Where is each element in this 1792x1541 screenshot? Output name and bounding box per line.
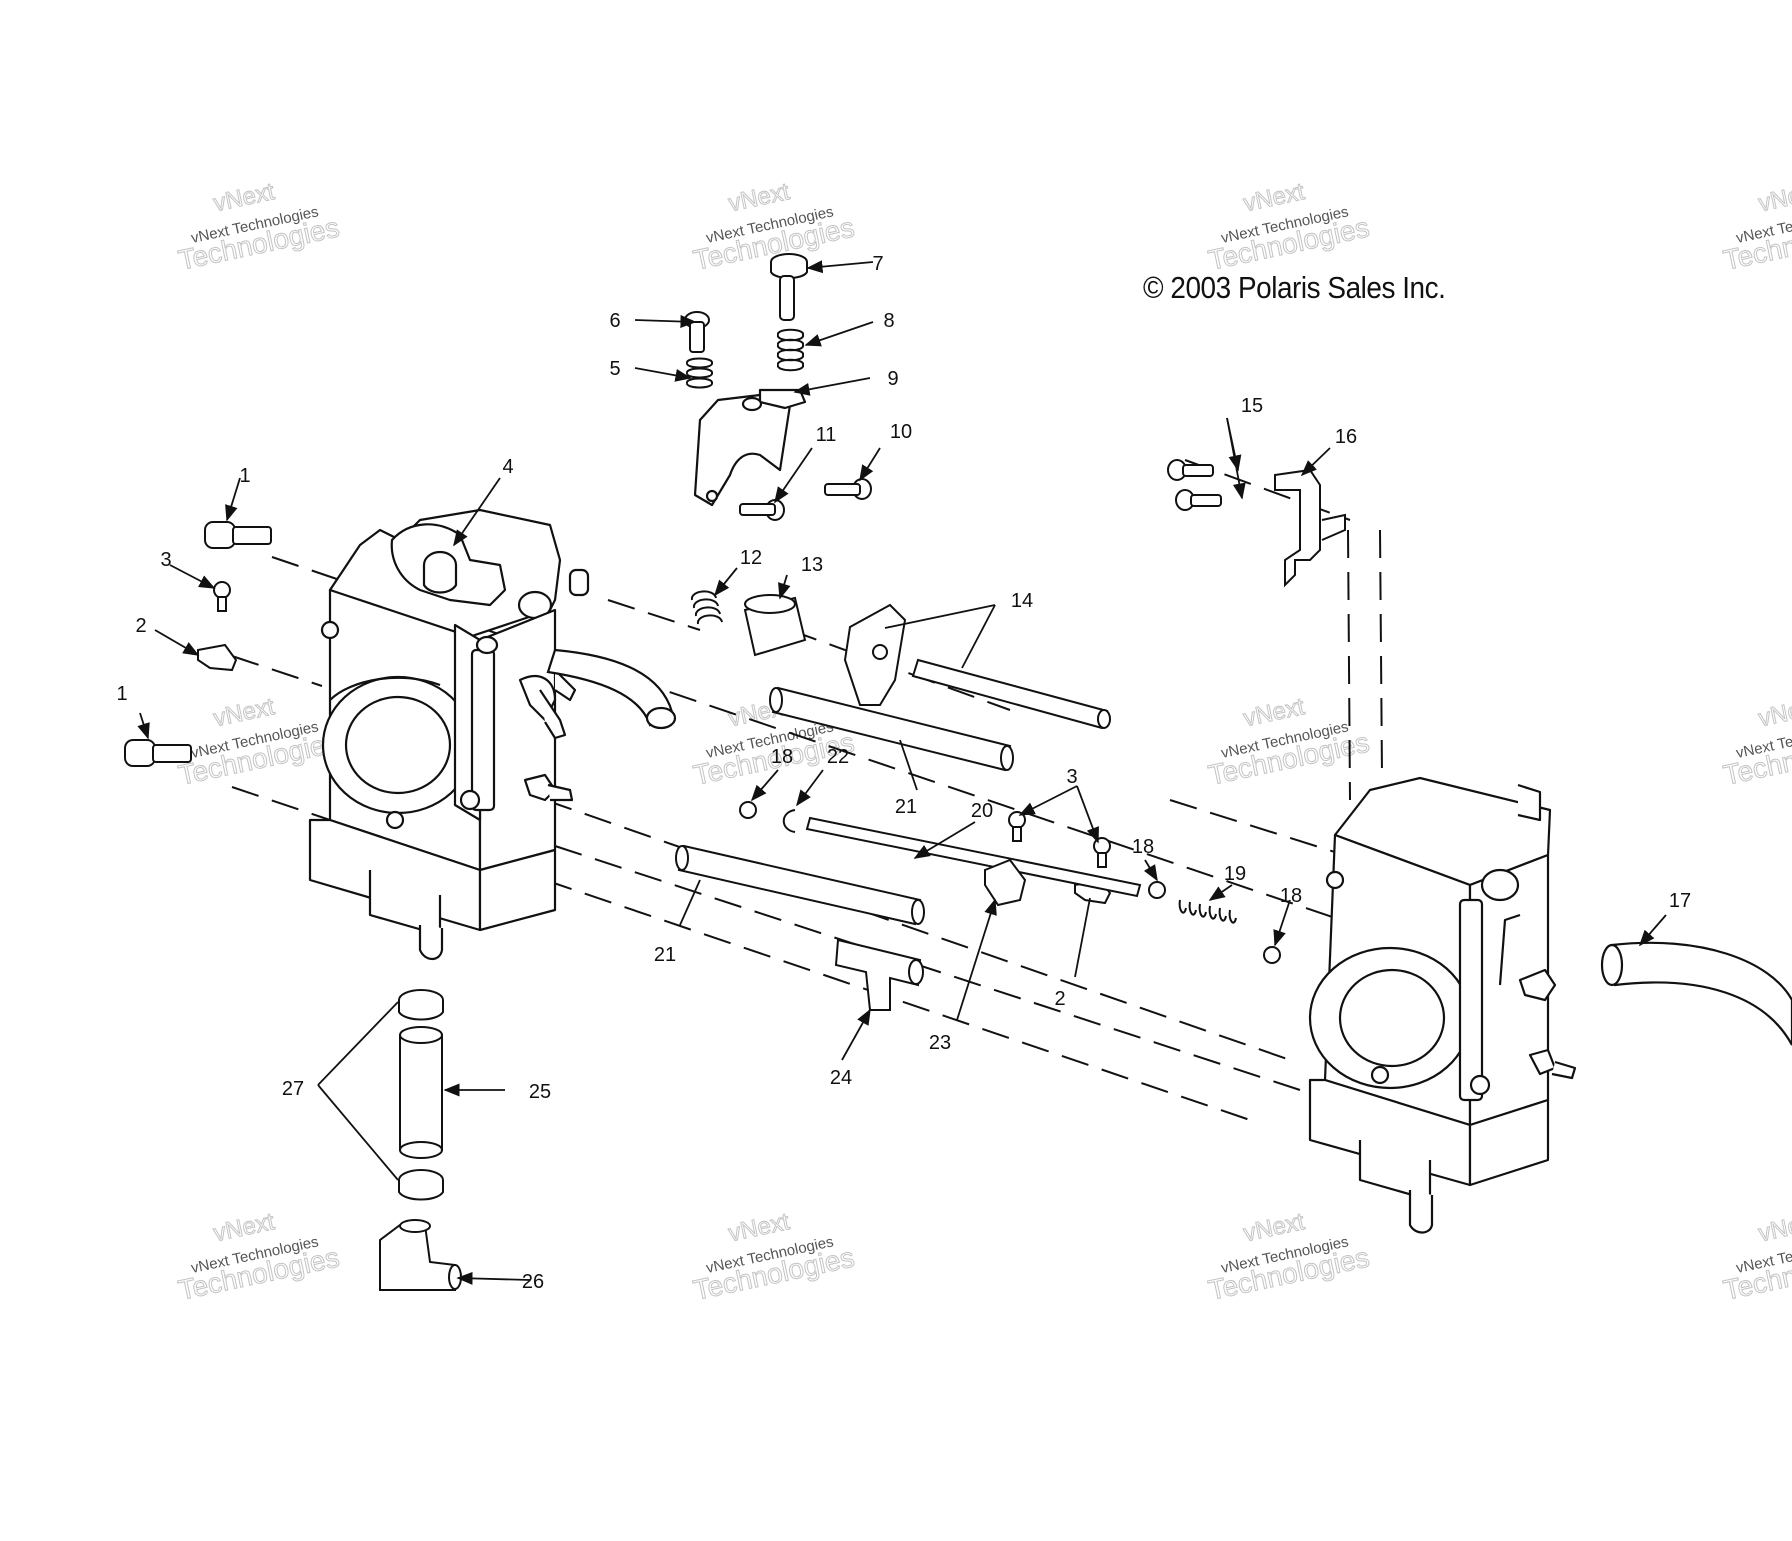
watermark-text: vNext: [1756, 178, 1792, 217]
callout-23: 23: [929, 1032, 951, 1054]
callout-3-left: 3: [160, 549, 171, 571]
callout-21-upper: 21: [895, 796, 917, 818]
watermark-text: vNext: [1756, 1208, 1792, 1247]
callout-1-upper: 1: [239, 465, 250, 487]
left-carburetor: [308, 508, 590, 961]
callout-10: 10: [890, 421, 912, 443]
callout-16: 16: [1335, 426, 1357, 448]
callout-27: 27: [282, 1078, 304, 1100]
callout-26: 26: [522, 1271, 544, 1293]
callout-1-lower: 1: [116, 683, 127, 705]
callout-7: 7: [872, 253, 883, 275]
callout-25: 25: [529, 1081, 551, 1103]
watermark-text: vNext: [1241, 1208, 1307, 1247]
callout-9: 9: [887, 368, 898, 390]
callout-6: 6: [609, 310, 620, 332]
callout-15: 15: [1241, 395, 1263, 417]
watermark-text: vNext: [1241, 178, 1307, 217]
hose-17: [1600, 941, 1792, 1046]
callout-13: 13: [801, 554, 823, 576]
watermark-text: vNext: [211, 1208, 277, 1247]
callout-2-left: 2: [135, 615, 146, 637]
callout-11: 11: [816, 424, 837, 446]
watermark-text: vNext: [1756, 693, 1792, 732]
callout-14: 14: [1011, 590, 1033, 612]
leader-lines: [137, 260, 1667, 1285]
watermark-text: vNext: [726, 1208, 792, 1247]
callout-19: 19: [1224, 863, 1246, 885]
callout-labels: 1 1 2 2 3 3 4 5 6 7 8 9 10 11 12 13 14 1…: [116, 253, 1691, 1293]
callout-2-right: 2: [1054, 988, 1065, 1010]
callout-17: 17: [1669, 890, 1691, 912]
watermark-text: vNext: [1241, 693, 1307, 732]
callout-21-lower: 21: [654, 944, 676, 966]
callout-12: 12: [740, 547, 762, 569]
callout-20: 20: [971, 800, 993, 822]
callout-5: 5: [609, 358, 620, 380]
callout-3-right: 3: [1066, 766, 1077, 788]
hose-left: [546, 648, 677, 730]
callout-8: 8: [883, 310, 894, 332]
throttle-bracket: [693, 388, 807, 507]
right-carburetor: [1308, 776, 1577, 1234]
callout-18-left: 18: [771, 746, 793, 768]
callout-24: 24: [830, 1067, 852, 1089]
assembly-lines: [231, 459, 1401, 1121]
watermark-text: vNext: [211, 693, 277, 732]
callout-4: 4: [502, 456, 513, 478]
copyright-notice: © 2003 Polaris Sales Inc.: [1143, 270, 1446, 305]
callout-18-right: 18: [1280, 885, 1302, 907]
watermark-text: vNext: [211, 178, 277, 217]
callout-22: 22: [827, 746, 849, 768]
watermark-text: vNext: [726, 178, 792, 217]
callout-18-mid: 18: [1132, 836, 1154, 858]
